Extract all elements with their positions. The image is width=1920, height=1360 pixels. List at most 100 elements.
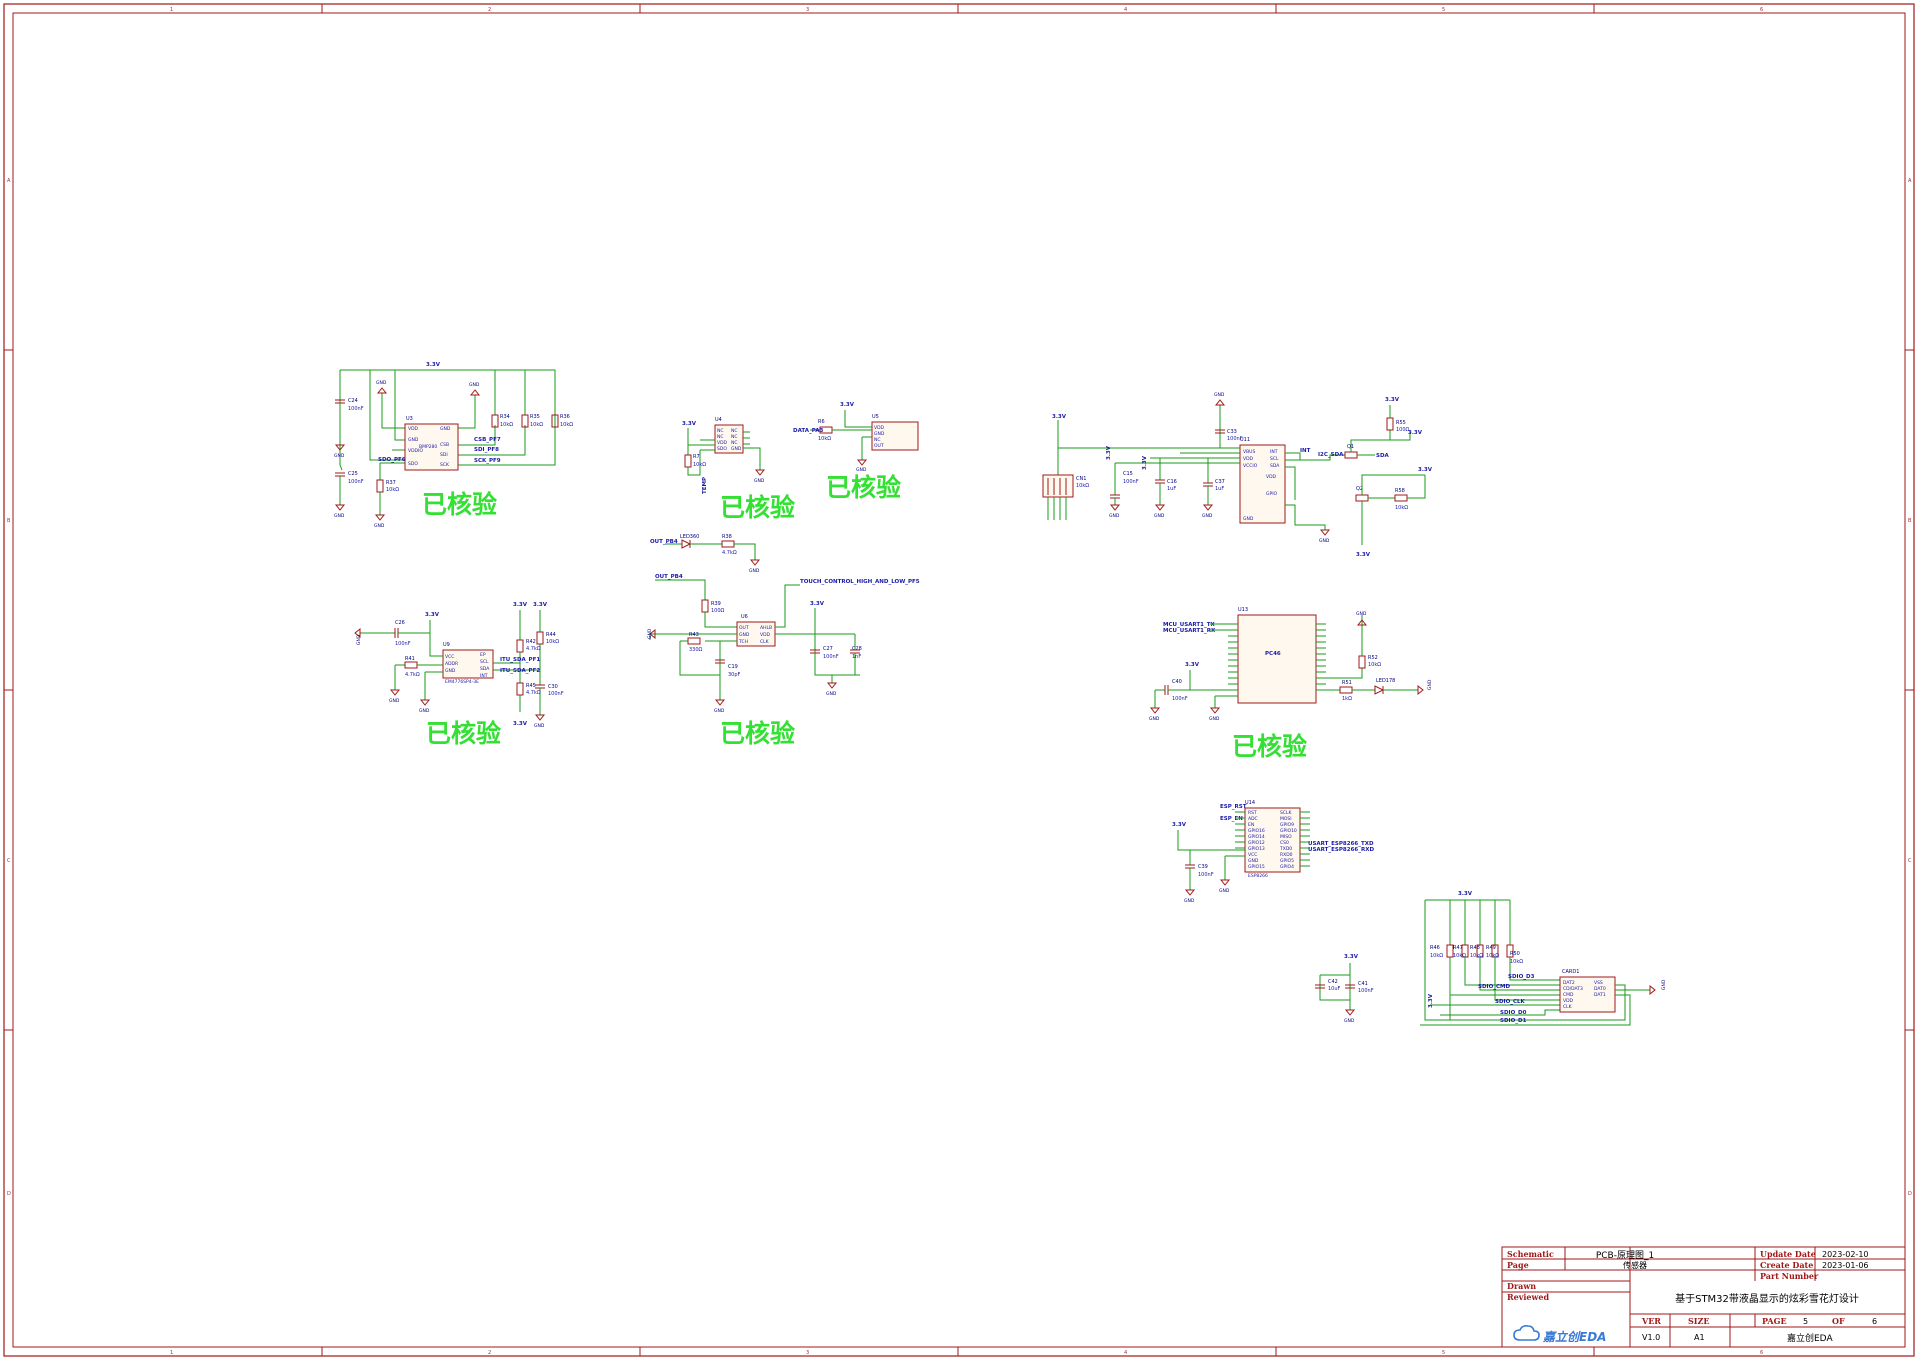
ruler-right-d: D [1908, 1191, 1912, 1197]
u14-pin-vcc: VCC [1248, 852, 1257, 858]
u6-pin-gnd: GND [739, 632, 750, 638]
net-temp: TEMP [702, 477, 708, 494]
net-touch-control: TOUCH_CONTROL_HIGH_AND_LOW_PF5 [800, 579, 920, 585]
ruler-left-b: B [7, 518, 11, 524]
q2-ref: Q2 [1356, 486, 1363, 492]
u5-ref: U5 [872, 414, 879, 420]
u5-pin-nc: NC [874, 437, 881, 443]
r44-val: 10kΩ [546, 639, 559, 645]
u14-pin-gpio12: GPIO12 [1248, 840, 1265, 846]
u11-pin-vdd2: VDD [1266, 474, 1277, 480]
c25-val: 100nF [348, 479, 364, 485]
u9-pin-gnd: GND [445, 668, 456, 674]
tb-page-num-label: PAGE [1762, 1316, 1787, 1326]
mcu-power: 3.3V [1185, 662, 1200, 668]
net-csb: CSB_PF7 [474, 437, 501, 443]
u14-ref: U14 [1245, 800, 1255, 806]
u6-pin-out: OUT [739, 625, 749, 631]
net-mcu-rx: MCU_USART1_RX [1163, 628, 1216, 634]
net-sdi: SDI_PF8 [474, 447, 499, 453]
u11-pin-sda: SDA [1270, 463, 1280, 469]
u9-pin-scl: SCL [480, 659, 489, 665]
cloud-icon [1513, 1325, 1540, 1341]
ruler-bottom-5: 5 [1442, 1350, 1445, 1356]
net-sdio-clk: SDIO_CLK [1495, 999, 1526, 1005]
u14-pin-gpio14: GPIO14 [1248, 834, 1265, 840]
ruler-right-a: A [1908, 178, 1912, 184]
eeprom-power-2: 3.3V [513, 602, 528, 608]
u3-pin-gnd2: GND [440, 426, 451, 432]
card1-pin-vss: VSS [1594, 980, 1603, 986]
u3-pin-vdd: VDD [408, 426, 419, 432]
usb-power-7: 3.3V [1356, 552, 1371, 558]
c19-val: 30pF [728, 672, 741, 678]
gnd-label: GND [1154, 513, 1165, 519]
c39-ref: C39 [1198, 864, 1208, 870]
card1-pin-vdd: VDD [1563, 998, 1574, 1004]
u14-pin-gpio10: GPIO10 [1280, 828, 1297, 834]
ruler-left-a: A [7, 178, 11, 184]
ruler-bottom-6: 6 [1760, 1350, 1763, 1356]
c27-ref: C27 [823, 646, 833, 652]
card1-ref: CARD1 [1562, 969, 1579, 975]
u3-pin-gnd: GND [408, 437, 419, 443]
tb-ver-value: V1.0 [1642, 1333, 1660, 1342]
r35-val: 10kΩ [530, 422, 543, 428]
r6-val: 10kΩ [818, 436, 831, 442]
block-mcu: U13 PC46 MCU_USART1_TX MCU_USART1_RX 3.3… [1149, 607, 1433, 761]
baro-power: 3.3V [426, 362, 441, 368]
card1-pin-dat2: DAT2 [1563, 980, 1575, 986]
u4-pin5: NC [731, 428, 738, 434]
tb-create-label: Create Date [1760, 1260, 1813, 1270]
u11-chip [1239, 444, 1286, 524]
q1-mosfet [1344, 451, 1358, 459]
u6-pin-vdd: VDD [760, 632, 771, 638]
usb-power: 3.3V [1052, 414, 1067, 420]
usb-power-6: 3.3V [1418, 467, 1433, 473]
gnd-label: GND [1427, 679, 1433, 690]
card1-pin-cddat3: CD/DAT3 [1563, 986, 1583, 992]
r6-ref: R6 [818, 419, 825, 425]
c28-ref: C28 [852, 646, 862, 652]
u4-pin2: NC [717, 434, 724, 440]
inner-frame [12, 12, 1906, 1348]
u4-ref: U4 [715, 417, 722, 423]
ruler-bottom-2: 2 [488, 1350, 491, 1356]
u11-pin-scl: SCL [1270, 456, 1279, 462]
eeprom-power-3: 3.3V [533, 602, 548, 608]
gnd-label: GND [334, 453, 345, 459]
tb-logo: 嘉立创EDA [1542, 1330, 1606, 1344]
block-barometer: U3 BMP280 VDD GND VDDIO SDO GND CSB SDI … [334, 362, 573, 529]
u3-pin-sck: SCK [440, 462, 450, 468]
net-data-pa3: DATA_PA3 [793, 428, 824, 434]
gnd-label: GND [1109, 513, 1120, 519]
c30-val: 100nF [548, 691, 564, 697]
r42-ref: R42 [526, 639, 536, 645]
eeprom-power: 3.3V [425, 612, 440, 618]
usb-power-2: 3.3V [1106, 445, 1112, 460]
gnd-label: GND [356, 634, 362, 645]
net-mcu-tx: MCU_USART1_TX [1163, 622, 1215, 628]
cn1-val: 10kΩ [1076, 483, 1089, 489]
gnd-label: GND [334, 513, 345, 519]
u3-chip [404, 423, 459, 471]
r51-ref: R51 [1342, 680, 1352, 686]
net-sdio-cmd: SDIO_CMD [1478, 984, 1511, 990]
r35-ref: R35 [530, 414, 540, 420]
u9-pin-addr: ADDR [445, 661, 458, 667]
u11-pin-int: INT [1270, 449, 1278, 455]
gnd-label: GND [1356, 611, 1367, 617]
r49-ref: R49 [1486, 945, 1496, 951]
r58-val: 10kΩ [1395, 505, 1408, 511]
r50-ref: R50 [1510, 951, 1520, 957]
u14-pin-gpio5: GPIO5 [1280, 858, 1294, 864]
r45-val: 4.7kΩ [526, 690, 541, 696]
c41-ref: C41 [1358, 981, 1368, 987]
block-humidity-sensor: U4 NC NC VDD SDO NC NC NC GND 3.3V R7 10… [682, 417, 795, 522]
ruler-top-6: 6 [1760, 7, 1763, 13]
tb-update-label: Update Date [1760, 1249, 1816, 1259]
u3-pin-csb: CSB [440, 442, 449, 448]
eeprom-power-4: 3.3V [513, 721, 528, 727]
gnd-label: GND [754, 478, 765, 484]
gnd-label: GND [419, 708, 430, 714]
